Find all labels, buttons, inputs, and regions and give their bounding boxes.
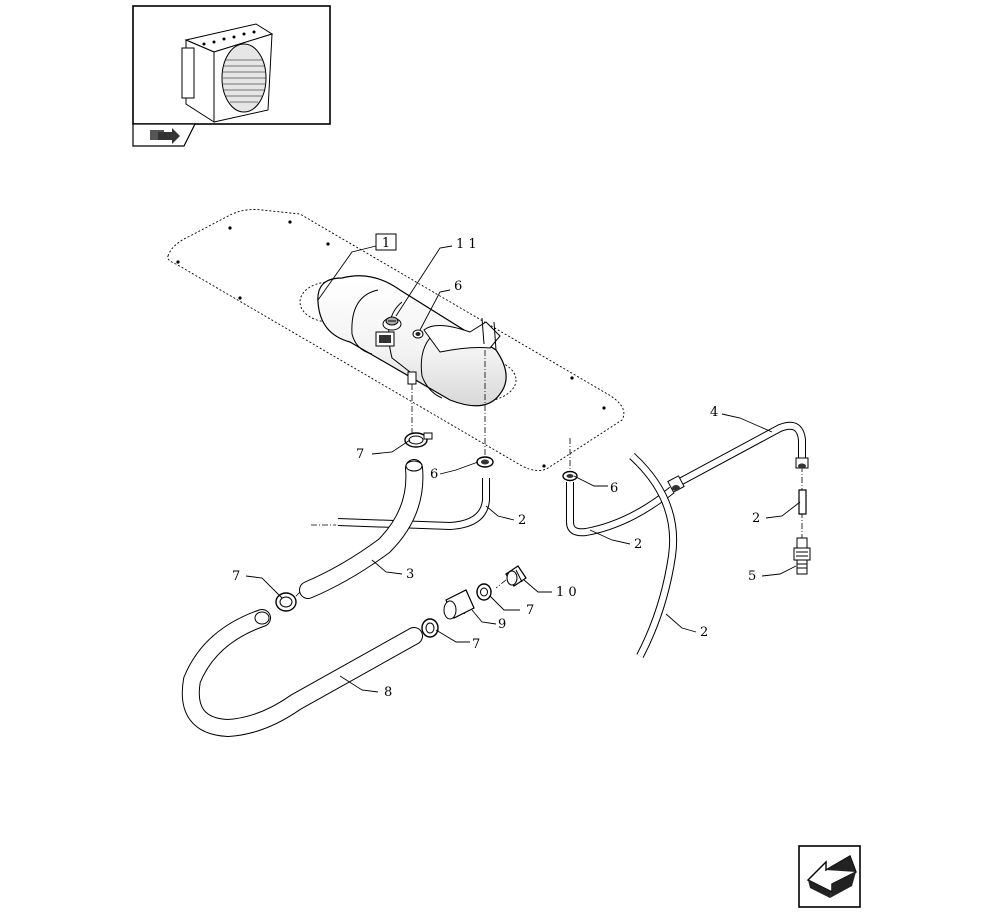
callout-2-long: 2 <box>700 625 708 640</box>
tank-bottom-outlet <box>407 371 417 385</box>
callout-8: 8 <box>384 685 392 700</box>
hose-clamp-7-top <box>404 432 433 448</box>
callout-1-box: 1 <box>375 233 397 251</box>
callout-7-left: 7 <box>232 569 240 584</box>
tank-upper-fitting <box>412 329 424 339</box>
hose-clamp-6-left <box>476 456 494 468</box>
pipe-4 <box>667 421 809 493</box>
tank-filler-cap <box>382 316 402 331</box>
hose-2-left <box>337 478 490 531</box>
thumbnail-panel[interactable] <box>132 5 331 147</box>
callout-6-left: 6 <box>430 467 438 482</box>
hose-3 <box>299 459 424 599</box>
callout-2-center: 2 <box>634 537 642 552</box>
callout-11: 1 1 <box>456 237 477 252</box>
next-page-arrow-icon <box>806 854 857 898</box>
hose-clamp-7-left <box>275 592 297 612</box>
callout-10: 1 0 <box>556 585 577 600</box>
expansion-tank <box>317 275 507 407</box>
assembly-lines <box>287 350 803 641</box>
callout-7-top: 7 <box>356 447 364 462</box>
radiator-thumbnail-image <box>181 23 274 123</box>
plate-holes <box>176 220 606 468</box>
tube-2-short <box>798 489 807 515</box>
hose-8 <box>181 609 423 738</box>
hose-clamp-6-right <box>562 470 578 482</box>
hose-2-long <box>629 453 678 658</box>
pipe-4-nut-left <box>667 475 685 493</box>
callout-2-right: 2 <box>752 511 760 526</box>
leader-lines <box>245 245 801 693</box>
fitting-10 <box>505 565 527 587</box>
next-page-button[interactable] <box>798 845 861 908</box>
book-arrow-icon <box>150 128 180 144</box>
callout-7-right: 7 <box>526 603 534 618</box>
hose-clamp-7-lower <box>421 618 439 638</box>
callout-6-right: 6 <box>610 481 618 496</box>
callout-5: 5 <box>748 569 756 584</box>
callout-3: 3 <box>406 567 414 582</box>
hose-clamp-7-right <box>476 583 492 601</box>
fitting-5 <box>793 537 811 575</box>
pipe-4-nut-right <box>795 457 809 469</box>
hose-connector-9 <box>443 589 475 620</box>
callout-9: 9 <box>498 617 506 632</box>
callout-2-left: 2 <box>518 513 526 528</box>
hose-2-center <box>566 482 675 537</box>
callout-6-top: 6 <box>454 279 462 294</box>
callout-4: 4 <box>710 405 718 420</box>
callout-1: 1 <box>382 236 390 251</box>
callout-7-lower: 7 <box>472 637 480 652</box>
